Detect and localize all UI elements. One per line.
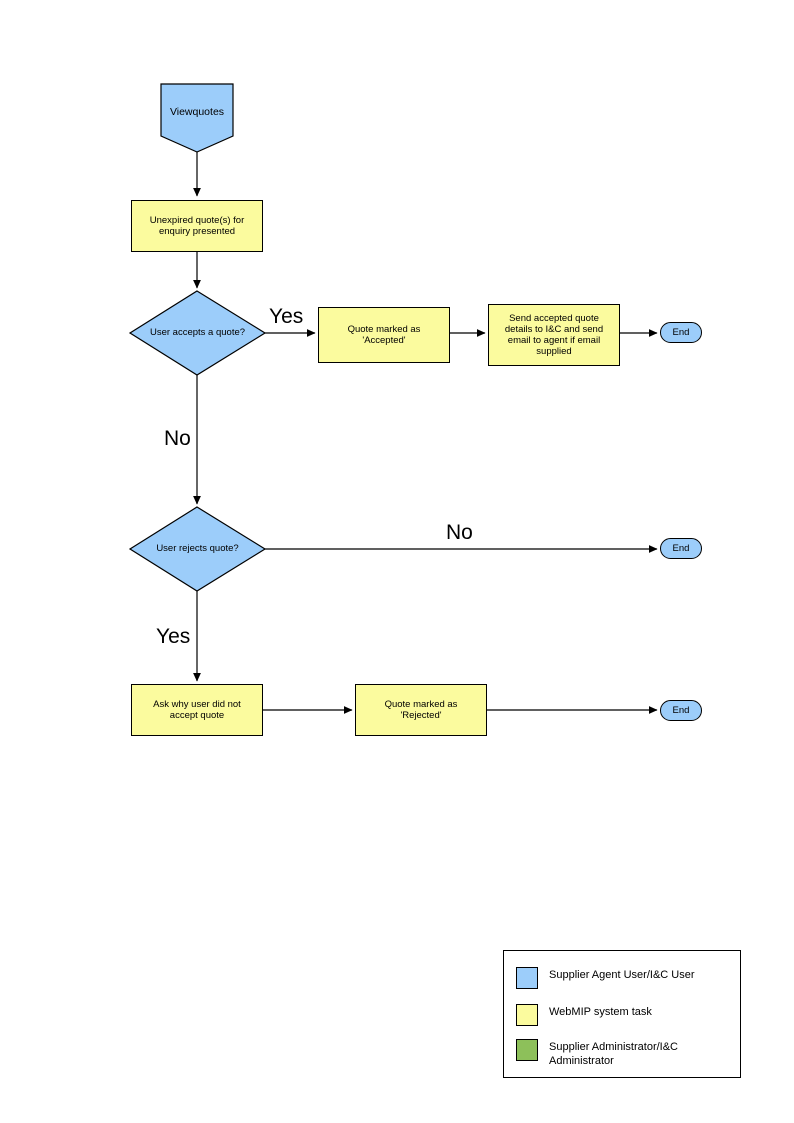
edge-label-accepts-yes: Yes bbox=[269, 305, 304, 328]
process-send-accepted-details[interactable]: Send accepted quote details to I&C and s… bbox=[488, 304, 620, 366]
process-unexpired-quotes[interactable]: Unexpired quote(s) for enquiry presented bbox=[131, 200, 263, 252]
terminator-end-1-label: End bbox=[672, 326, 690, 338]
legend-item-webmip-system-task: WebMIP system task bbox=[516, 1004, 652, 1026]
edge-label-accepts-no: No bbox=[164, 427, 191, 450]
terminator-end-1[interactable]: End bbox=[660, 322, 702, 343]
legend-swatch-yellow bbox=[516, 1004, 538, 1026]
legend-swatch-green bbox=[516, 1039, 538, 1061]
process-quote-marked-rejected[interactable]: Quote marked as 'Rejected' bbox=[355, 684, 487, 736]
decision-user-rejects-label: User rejects quote? bbox=[156, 543, 239, 555]
legend-label-supplier-agent-user: Supplier Agent User/I&C User bbox=[549, 969, 695, 981]
legend-label-webmip-system-task: WebMIP system task bbox=[549, 1006, 652, 1018]
decision-user-accepts[interactable]: User accepts a quote? bbox=[130, 291, 265, 375]
terminator-end-2-label: End bbox=[672, 542, 690, 554]
start-node[interactable]: Viewquotes bbox=[161, 84, 233, 152]
terminator-end-2[interactable]: End bbox=[660, 538, 702, 559]
decision-user-rejects[interactable]: User rejects quote? bbox=[130, 507, 265, 591]
legend-item-supplier-administrator: Supplier Administrator/I&C Administrator bbox=[516, 1039, 678, 1069]
process-ask-why-not-accepted-label: Ask why user did not accept quote bbox=[153, 698, 241, 721]
process-quote-marked-accepted[interactable]: Quote marked as 'Accepted' bbox=[318, 307, 450, 363]
edge-label-rejects-no: No bbox=[446, 521, 473, 544]
process-ask-why-not-accepted[interactable]: Ask why user did not accept quote bbox=[131, 684, 263, 736]
legend-label-supplier-administrator: Supplier Administrator/I&C Administrator bbox=[549, 1041, 678, 1067]
start-node-shape bbox=[160, 83, 234, 153]
legend-item-supplier-agent-user: Supplier Agent User/I&C User bbox=[516, 967, 695, 989]
decision-user-accepts-label: User accepts a quote? bbox=[149, 327, 246, 339]
terminator-end-3[interactable]: End bbox=[660, 700, 702, 721]
legend-swatch-blue bbox=[516, 967, 538, 989]
process-send-accepted-details-label: Send accepted quote details to I&C and s… bbox=[504, 312, 604, 358]
process-quote-marked-accepted-label: Quote marked as 'Accepted' bbox=[347, 323, 421, 346]
process-unexpired-quotes-label: Unexpired quote(s) for enquiry presented bbox=[149, 214, 245, 237]
terminator-end-3-label: End bbox=[672, 704, 690, 716]
legend-panel: Supplier Agent User/I&C User WebMIP syst… bbox=[503, 950, 741, 1078]
process-quote-marked-rejected-label: Quote marked as 'Rejected' bbox=[384, 698, 458, 721]
edge-label-rejects-yes: Yes bbox=[156, 625, 191, 648]
start-node-label: Viewquotes bbox=[169, 106, 225, 118]
